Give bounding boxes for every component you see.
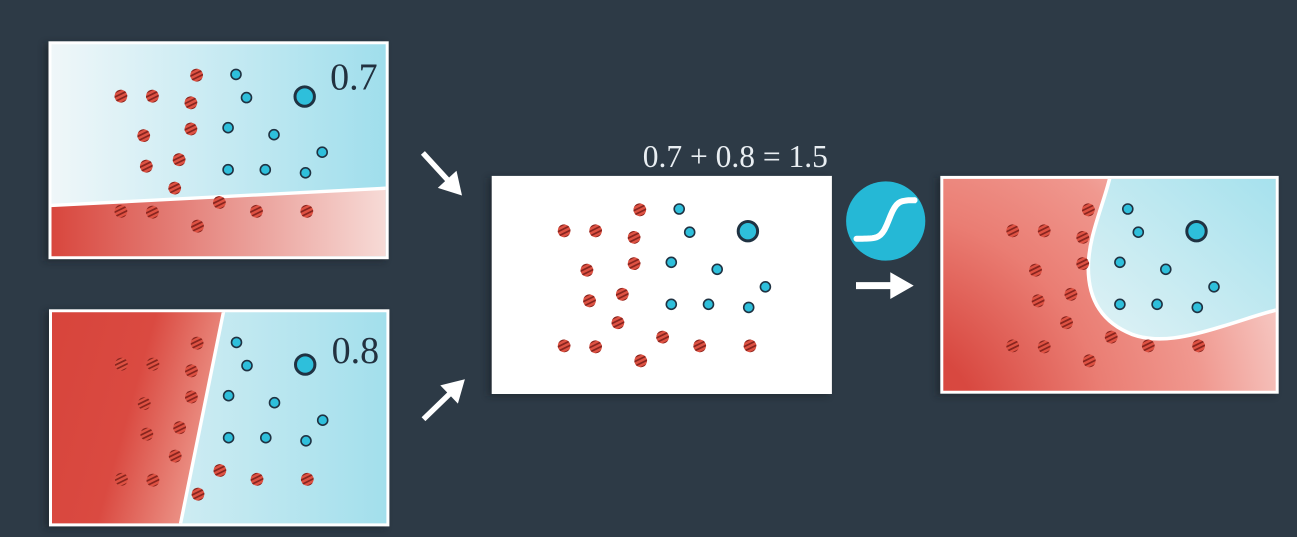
svg-text:0.7: 0.7: [330, 56, 378, 98]
svg-text:0.8: 0.8: [332, 330, 380, 372]
svg-text:0.7 + 0.8 = 1.5: 0.7 + 0.8 = 1.5: [643, 139, 828, 174]
